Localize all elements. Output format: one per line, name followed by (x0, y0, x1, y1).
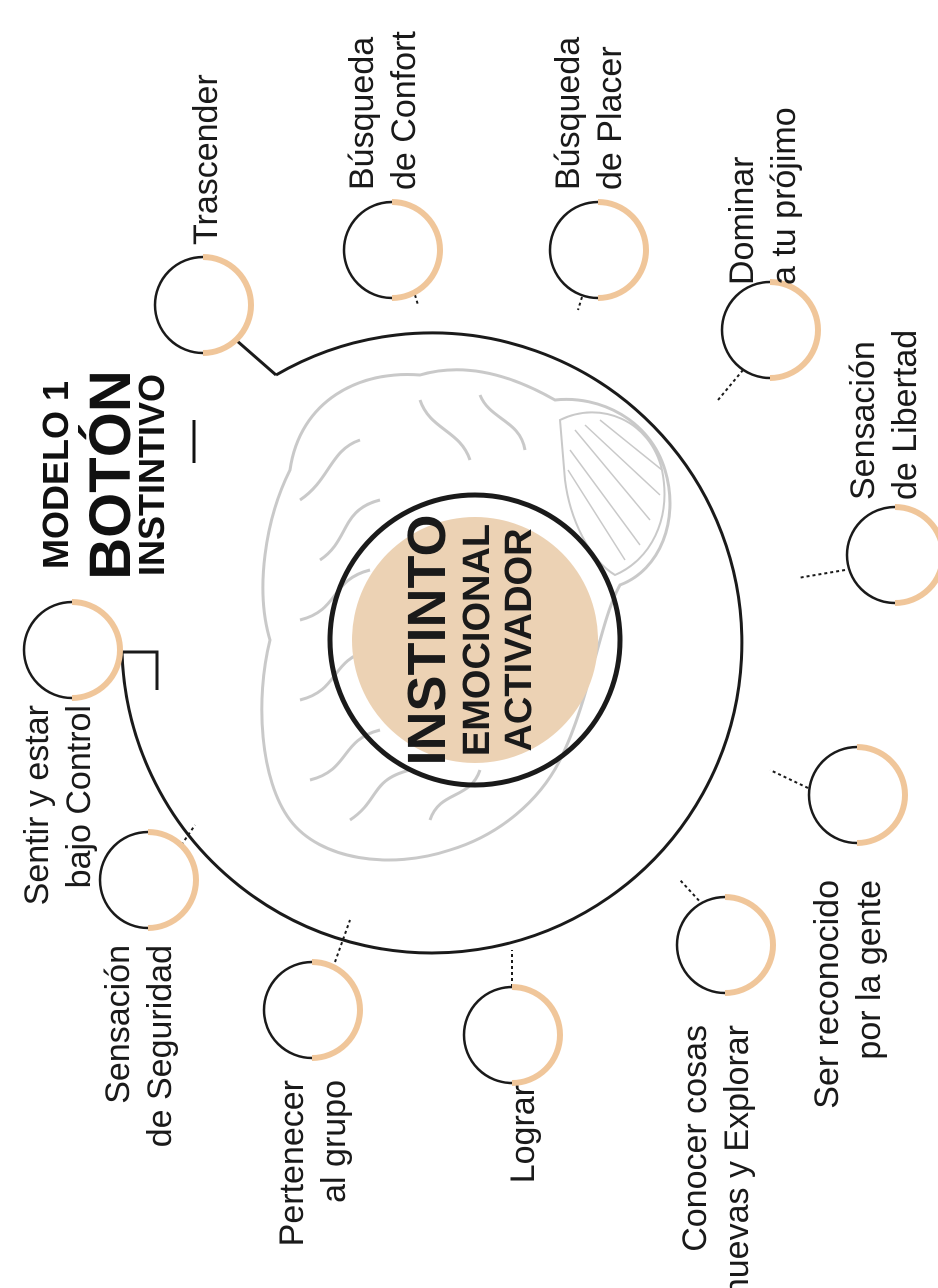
connector-conocer (679, 879, 704, 906)
node-label-line: por la gente (850, 880, 888, 1060)
node-label-line: Trascender (187, 74, 225, 245)
connector-reconocido (769, 769, 809, 789)
node-accent-pertenecer (311, 959, 363, 1061)
node-label-line: bajo Control (60, 705, 98, 888)
node-accent-trascender (202, 254, 254, 356)
title-line2: BOTÓN (78, 370, 143, 579)
node-trascender: Trascender (153, 74, 254, 356)
node-label-line: nuevas y Explorar (718, 1025, 756, 1288)
node-circle-libertad (845, 505, 938, 605)
node-accent-lograr (511, 984, 563, 1086)
node-label-line: Pertenecer (273, 1080, 311, 1246)
center-line3: ACTIVADOR (498, 528, 540, 751)
node-accent-placer (597, 199, 649, 301)
node-lograr: Lograr (462, 950, 563, 1183)
node-label-line: Sentir y estar (18, 705, 56, 905)
node-label-line: de Placer (591, 46, 629, 190)
inner-ring (327, 492, 623, 788)
node-accent-seguridad (147, 829, 199, 931)
center-label: INSTINTO EMOCIONAL ACTIVADOR (397, 514, 540, 765)
node-label-line: Lograr (504, 1085, 542, 1183)
connector-libertad (797, 569, 846, 579)
center-disc (352, 517, 598, 763)
center-line2: EMOCIONAL (456, 524, 498, 756)
node-label-line: Búsqueda (549, 37, 587, 190)
node-label-lograr: Lograr (504, 1085, 542, 1183)
node-label-line: Búsqueda (343, 37, 381, 190)
connector-control (122, 650, 159, 690)
connector-confort (414, 294, 419, 306)
node-label-line: a tu prójimo (765, 107, 803, 285)
title-block: MODELO 1 BOTÓN INSTINTIVO (35, 370, 196, 580)
node-label-trascender: Trascender (187, 74, 225, 245)
center-line1: INSTINTO (397, 514, 457, 765)
node-label-line: Ser reconocido (808, 880, 846, 1109)
node-accent-libertad (894, 504, 938, 606)
node-accent-control (71, 599, 123, 701)
node-label-line: Dominar (723, 157, 761, 285)
node-accent-conocer (724, 894, 776, 996)
title-line1: MODELO 1 (35, 381, 76, 569)
node-label-line: Conocer cosas (676, 1025, 714, 1252)
connector-pertenecer (334, 919, 351, 963)
node-label-line: de Libertad (886, 330, 924, 500)
node-label-line: Sensación (844, 341, 882, 500)
node-label-line: de Seguridad (141, 945, 179, 1147)
connector-placer (577, 296, 583, 311)
title-line3: INSTINTIVO (131, 374, 172, 576)
node-label-line: de Confort (385, 31, 423, 190)
node-label-line: al grupo (315, 1080, 353, 1203)
node-label-line: Sensación (99, 945, 137, 1104)
node-accent-confort (391, 199, 443, 301)
connector-dominar (717, 369, 744, 401)
connector-trascender (235, 338, 277, 377)
node-accent-dominar (769, 279, 821, 381)
node-accent-reconocido (856, 744, 908, 846)
outer-ring (120, 331, 744, 955)
connector-seguridad (177, 824, 196, 851)
